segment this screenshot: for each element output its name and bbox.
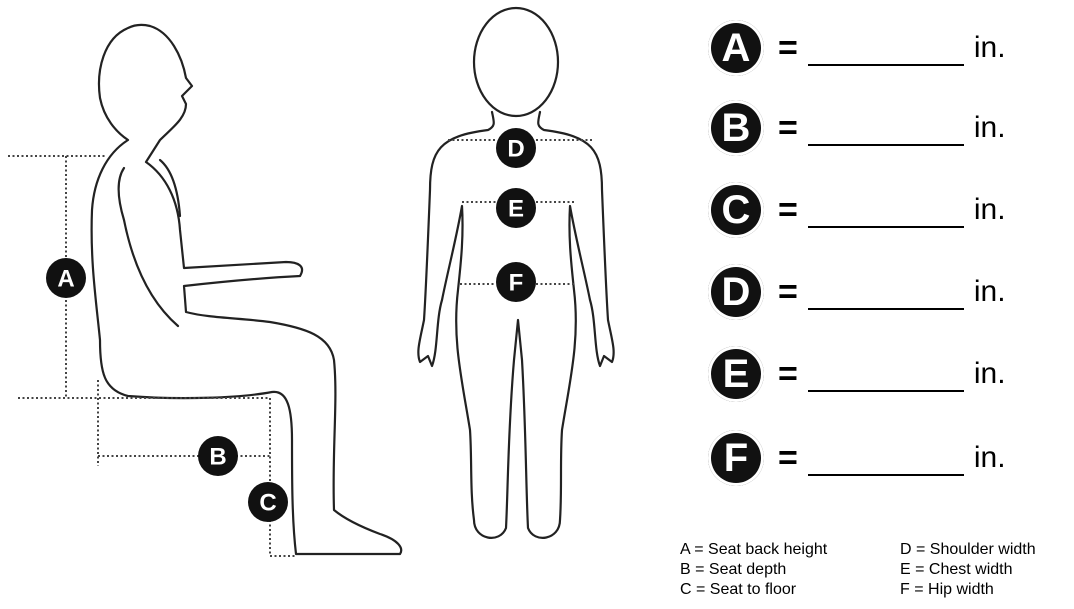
svg-text:F: F	[509, 270, 524, 297]
badge-b: B	[198, 436, 238, 476]
svg-text:A: A	[57, 266, 74, 293]
legend-right-column: D = Shoulder width E = Chest width F = H…	[900, 540, 1036, 600]
form-equals: =	[778, 439, 798, 478]
legend-item-e: E = Chest width	[900, 560, 1036, 580]
legend-item-b: B = Seat depth	[680, 560, 827, 580]
form-unit: in.	[974, 111, 1006, 145]
badge-d: D	[496, 128, 536, 168]
badge-c: C	[248, 482, 288, 522]
form-row-e: E = in.	[708, 344, 1006, 404]
form-badge-a: A	[708, 20, 764, 76]
answer-blank-e[interactable]	[808, 364, 964, 392]
seat-depth-guide	[98, 380, 270, 466]
legend-item-f: F = Hip width	[900, 580, 1036, 600]
legend-item-d: D = Shoulder width	[900, 540, 1036, 560]
badge-a: A	[46, 258, 86, 298]
seated-figure	[92, 25, 402, 554]
form-badge-e: E	[708, 346, 764, 402]
answer-blank-b[interactable]	[808, 118, 964, 146]
form-badge-b: B	[708, 100, 764, 156]
svg-text:C: C	[259, 490, 276, 517]
svg-text:D: D	[507, 136, 524, 163]
form-row-f: F = in.	[708, 428, 1006, 488]
form-row-d: D = in.	[708, 262, 1006, 322]
legend-item-c: C = Seat to floor	[680, 580, 827, 600]
answer-blank-c[interactable]	[808, 200, 964, 228]
answer-blank-d[interactable]	[808, 282, 964, 310]
svg-text:E: E	[508, 196, 524, 223]
form-unit: in.	[974, 357, 1006, 391]
form-equals: =	[778, 273, 798, 312]
form-unit: in.	[974, 275, 1006, 309]
form-unit: in.	[974, 31, 1006, 65]
badge-e: E	[496, 188, 536, 228]
badge-f: F	[496, 262, 536, 302]
form-equals: =	[778, 191, 798, 230]
legend-left-column: A = Seat back height B = Seat depth C = …	[680, 540, 827, 600]
form-badge-c: C	[708, 182, 764, 238]
form-badge-f: F	[708, 430, 764, 486]
answer-blank-a[interactable]	[808, 38, 964, 66]
measurement-diagram: A B C D E F	[0, 0, 700, 609]
legend-item-a: A = Seat back height	[680, 540, 827, 560]
form-equals: =	[778, 355, 798, 394]
form-unit: in.	[974, 441, 1006, 475]
svg-text:B: B	[209, 444, 226, 471]
form-equals: =	[778, 109, 798, 148]
form-equals: =	[778, 29, 798, 68]
answer-blank-f[interactable]	[808, 448, 964, 476]
form-unit: in.	[974, 193, 1006, 227]
form-row-c: C = in.	[708, 180, 1006, 240]
form-row-b: B = in.	[708, 98, 1006, 158]
form-row-a: A = in.	[708, 18, 1006, 78]
form-badge-d: D	[708, 264, 764, 320]
